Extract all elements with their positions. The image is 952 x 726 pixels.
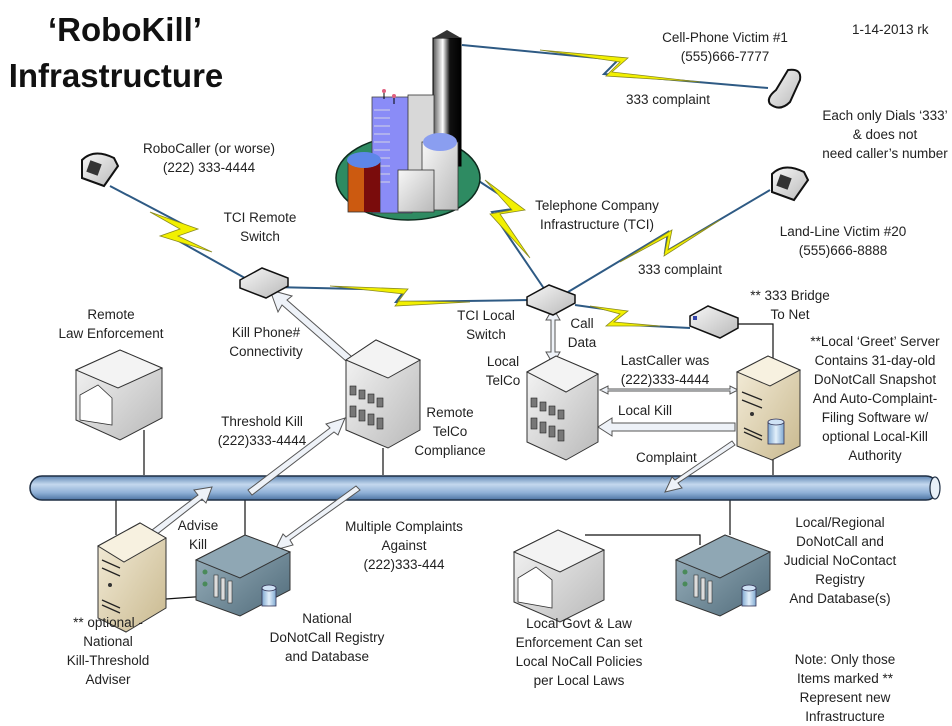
greet-server <box>735 355 802 461</box>
victim-note: Each only Dials ‘333’ & does not need ca… <box>822 108 948 161</box>
tci-remote-switch-label: TCI Remote Switch <box>223 210 297 244</box>
tci-remote-switch <box>239 267 289 299</box>
lightning-bolt-icon <box>539 49 701 83</box>
tci-local-switch <box>526 284 576 316</box>
kill-connectivity-label: Kill Phone# Connectivity <box>229 325 303 359</box>
link-city-local-switch <box>464 171 546 291</box>
city-icon <box>335 30 481 221</box>
database-icon <box>767 418 785 445</box>
arrow-advise-kill <box>151 486 213 536</box>
complaint-label: Complaint <box>636 450 697 465</box>
local-telco-label: Local TelCo <box>485 354 521 388</box>
lightning-bolt-icon <box>149 211 213 253</box>
cell-phone-icon <box>767 68 802 109</box>
regional-dnc-server <box>674 534 772 617</box>
landline-victim-label: Land-Line Victim #20 (555)666-8888 <box>779 224 907 258</box>
tci-local-switch-label: TCI Local Switch <box>457 308 515 342</box>
cell-phone <box>767 68 802 109</box>
remote-law-building <box>74 349 164 441</box>
infrastructure-note: Note: Only those Items marked ** Represe… <box>794 652 896 724</box>
remote-telco-building <box>344 339 422 449</box>
kill-threshold-adviser-server <box>97 522 168 633</box>
bridge-device <box>689 305 739 339</box>
remote-law-label: Remote Law Enforcement <box>58 307 164 341</box>
lightning-bolt-icon <box>484 179 531 259</box>
tci-city-label: Telephone Company Infrastructure (TCI) <box>535 198 659 232</box>
threshold-kill-label: Threshold Kill (222)333-4444 <box>217 414 307 448</box>
advise-kill-label: Advise Kill <box>177 518 219 552</box>
lightning-bolt-icon <box>589 305 661 327</box>
last-caller-label: LastCaller was (222)333-4444 <box>620 353 710 387</box>
lightning-bolt-icon <box>619 219 721 263</box>
robocaller-label: RoboCaller (or worse) (222) 333-4444 <box>142 141 276 175</box>
local-kill-label: Local Kill <box>618 403 673 418</box>
arrow-kill-connectivity <box>269 289 360 369</box>
cell-victim-label: Cell-Phone Victim #1 (555)666-7777 <box>662 30 788 64</box>
switch-icon <box>526 284 576 316</box>
link-remote-local-switch <box>271 286 531 304</box>
complaint-cell-label: 333 complaint <box>626 92 711 107</box>
landline-victim-phone <box>771 166 810 202</box>
date-stamp: 1-14-2013 rk <box>852 22 929 37</box>
remote-telco-label: Remote TelCo Compliance <box>414 405 486 458</box>
database-icon <box>261 584 277 607</box>
adviser-label: ** optional - National Kill-Threshold Ad… <box>66 615 150 687</box>
complaint-landline-label: 333 complaint <box>638 262 723 277</box>
national-dnc-label: National DoNotCall Registry and Database <box>269 611 385 664</box>
database-icon <box>741 584 757 607</box>
diagram-title-line2: Infrastructure <box>8 57 224 94</box>
local-telco-building <box>525 355 600 461</box>
arrow-threshold-kill <box>247 417 346 496</box>
lightning-bolt-icon <box>329 285 471 307</box>
local-govt-building <box>512 529 606 623</box>
network-backbone <box>29 475 941 501</box>
diagram-title-line1: ‘RoboKill’ <box>48 11 202 48</box>
arrow-local-kill <box>597 417 736 437</box>
call-data-label: Call Data <box>567 316 597 350</box>
data-flow-arrows <box>151 289 740 551</box>
arrow-multiple-complaints <box>274 485 361 551</box>
wireless-links <box>109 44 771 329</box>
national-dnc-server <box>194 534 292 617</box>
local-govt-label: Local Govt & Law Enforcement Can set Loc… <box>515 616 643 688</box>
regional-dnc-label: Local/Regional DoNotCall and Judicial No… <box>783 515 897 606</box>
bridge-label: ** 333 Bridge To Net <box>750 288 830 322</box>
arrow-complaint <box>664 440 736 493</box>
robocaller-phone <box>81 152 120 188</box>
arrow-call-data <box>545 307 561 365</box>
multiple-complaints-label: Multiple Complaints Against (222)333-444 <box>345 519 463 572</box>
bridge-device-icon <box>689 305 739 339</box>
switch-icon <box>239 267 289 299</box>
greet-server-label: **Local ‘Greet’ Server Contains 31-day-o… <box>810 334 940 463</box>
